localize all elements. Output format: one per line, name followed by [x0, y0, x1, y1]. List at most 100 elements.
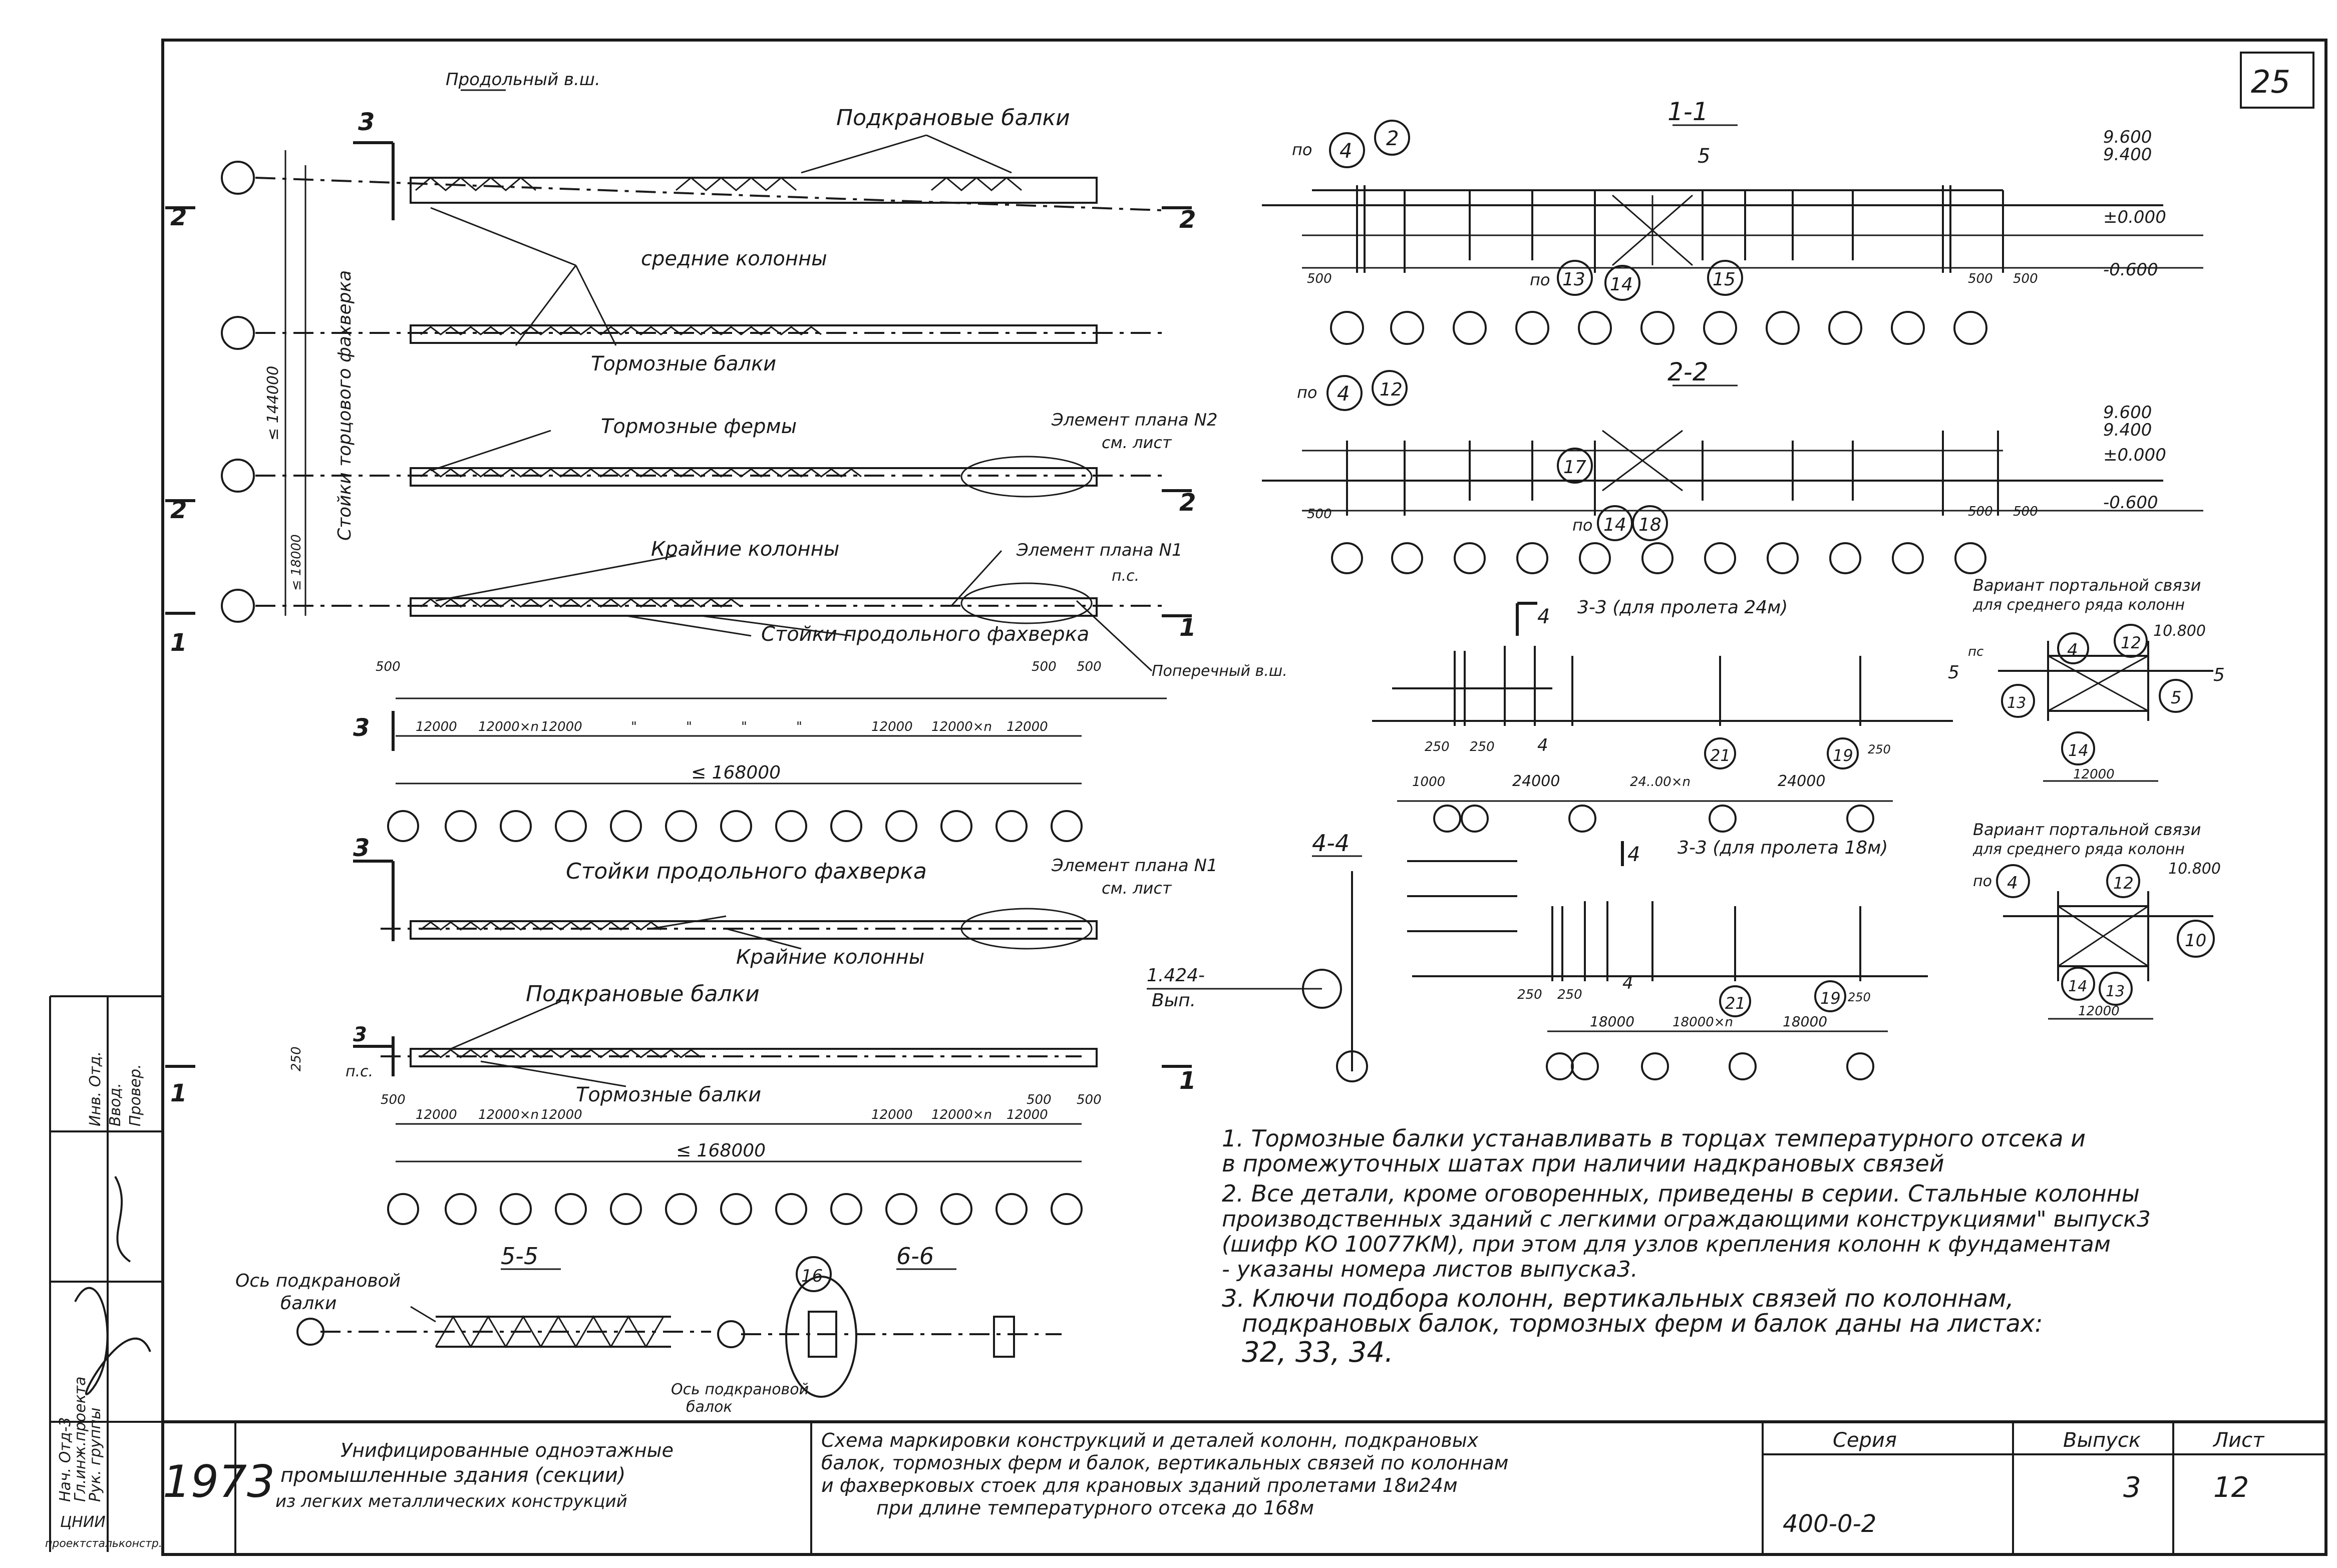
dim-span-d: 12000 — [1007, 719, 1048, 734]
bubble-12-c: 12 — [2121, 633, 2141, 652]
label-transverse-vert-bracing: Поперечный в.ш. — [1152, 662, 1287, 680]
section-mark-3-top: 3 — [358, 108, 375, 136]
axis-circles-1-1 — [1330, 311, 1987, 345]
dim-span-h: 12000 — [1007, 1107, 1048, 1122]
stamp-l8: проектстальконстр. — [45, 1537, 162, 1550]
bubble-10: 10 — [2185, 931, 2206, 951]
stamp-l4: Нач. Отд-3 — [57, 1417, 74, 1502]
title-block: 1973 Унифицированные одноэтажные промышл… — [163, 1420, 2326, 1554]
elev-0000-a: ±0.000 — [2103, 207, 2166, 227]
elev-0600-a: -0.600 — [2103, 260, 2158, 280]
title-org-1: Унифицированные одноэтажные — [341, 1439, 674, 1461]
label-see-sheet-b: см. лист — [1102, 879, 1172, 898]
section-3-3-18-title: 3-3 (для пролета 18м) — [1678, 838, 1888, 858]
dim-24x: 24..00×n — [1630, 774, 1691, 790]
section-mark-3-bot: 3 — [353, 714, 370, 742]
label-middle-columns: средние колонны — [641, 247, 827, 270]
bubble-4-c: 4 — [2067, 640, 2078, 660]
note-line-6: - указаны номера листов выпуска3. — [1222, 1257, 1638, 1282]
dim-spanxn-b: 12000×n — [931, 719, 992, 734]
series-value: 400-0-2 — [1783, 1510, 1876, 1538]
brake-beam-row-1 — [410, 324, 1098, 344]
stamp-l6: Рук. группы — [87, 1407, 104, 1502]
signature-1 — [74, 1287, 151, 1395]
label-long-framework-posts: Стойки продольного фахверка — [761, 623, 1089, 646]
label-brake-beams: Тормозные балки — [591, 352, 776, 375]
title-desc-1: Схема маркировки конструкций и деталей к… — [821, 1429, 1479, 1451]
dim-250-d: 250 — [1517, 987, 1542, 1002]
dim-ditto-a: " — [631, 719, 637, 734]
bubble-21-b: 21 — [1725, 994, 1746, 1013]
label-beams-b: балок — [686, 1398, 733, 1416]
sheet-label: Лист — [2212, 1429, 2265, 1452]
note-line-3: 2. Все детали, кроме оговоренных, привед… — [1222, 1180, 2140, 1207]
label-crane-beams: Подкрановые балки — [836, 105, 1070, 131]
signature-2 — [114, 1176, 131, 1263]
dim-span-g: 12000 — [871, 1107, 913, 1122]
label-po-4: по — [1572, 516, 1593, 535]
note-line-1: 1. Тормозные балки устанавливать в торца… — [1222, 1125, 2086, 1152]
stamp-l1: Инв. Отд. — [87, 1051, 104, 1126]
dim-spanxn-d: 12000×n — [931, 1107, 992, 1122]
dim-d250: 250 — [289, 1046, 304, 1071]
section-2-2-title: 2-2 — [1667, 357, 1709, 386]
dim-ditto-c: " — [741, 719, 747, 734]
portal-variant-24: Вариант портальной связи для среднего ря… — [1948, 576, 2225, 782]
section-mark-4-d: 4 — [1622, 973, 1633, 993]
note-line-7: 3. Ключи подбора колонн, вертикальных св… — [1222, 1285, 2014, 1313]
dim-ditto-d: " — [796, 719, 802, 734]
notes-block: 1. Тормозные балки устанавливать в торца… — [1222, 1125, 2151, 1369]
bubble-12-d: 12 — [2113, 874, 2134, 893]
section-mark-1-left-b: 1 — [170, 1079, 187, 1107]
bubble-13-c: 13 — [2007, 694, 2026, 712]
side-stamp: Инв. Отд. Ввод. Провер. Нач. Отд-3 Гл.ин… — [45, 995, 163, 1552]
elev-9400-b: 9.400 — [2103, 420, 2152, 440]
dim-1424: 1.424- — [1147, 965, 1205, 986]
note-line-5: (шифр КО 10077КМ), при этом для узлов кр… — [1222, 1232, 2111, 1257]
section-mark-5-top: 5 — [1698, 145, 1710, 168]
brake-truss-row — [410, 456, 1098, 498]
bubble-19: 19 — [1833, 746, 1853, 765]
bubble-14-d: 14 — [2068, 978, 2087, 995]
dim-12000-portal-a: 12000 — [2073, 767, 2115, 782]
elev-0000-b: ±0.000 — [2103, 445, 2166, 465]
section-mark-5-b: 5 — [2213, 665, 2225, 685]
dim-span-a: 12000 — [416, 719, 457, 734]
bubble-19-b: 19 — [1820, 989, 1841, 1008]
label-crane-beam-axis-b: Ось подкрановой — [671, 1381, 809, 1398]
section-mark-3-lower-b: 3 — [353, 1023, 367, 1046]
bubble-4: 4 — [1340, 140, 1352, 163]
crane-beam-row-1 — [410, 177, 1098, 204]
label-see-sheet: см. лист — [1102, 433, 1172, 452]
elev-9600-a: 9.600 — [2103, 127, 2152, 147]
portal-variant-18-line1: Вариант портальной связи — [1973, 820, 2201, 839]
section-mark-2-right-top: 2 — [1179, 206, 1196, 234]
section-3-3-18m: 3-3 (для пролета 18м) 21 19 250 250 250 … — [1412, 838, 1928, 1080]
section-mark-3-lower-a: 3 — [353, 834, 370, 862]
dim-width-144000: ≤ 144000 — [264, 366, 282, 441]
section-5-5: 5-5 Ось подкрановой балки — [235, 1243, 711, 1348]
label-element-plan-1: Элемент плана N1 — [1016, 540, 1183, 560]
bubble-14: 14 — [1610, 274, 1633, 295]
elev-9400-a: 9.400 — [2103, 145, 2152, 165]
dim-24000-a: 24000 — [1512, 772, 1560, 790]
axis-circles-3-3-24 — [1433, 805, 1874, 833]
sheet-value: 12 — [2213, 1471, 2249, 1504]
dim-250-b: 250 — [1470, 739, 1495, 754]
label-po-3: по — [1297, 383, 1317, 402]
section-mark-2-left-top: 2 — [170, 203, 187, 231]
dim-total-168000: ≤ 168000 — [691, 762, 781, 783]
note-line-2: в промежуточных шатах при наличии надкра… — [1222, 1150, 1944, 1177]
dim-span-f: 12000 — [541, 1107, 582, 1122]
label-crane-beam-axis: Ось подкрановой — [235, 1271, 401, 1291]
bubble-5-c: 5 — [2171, 688, 2182, 708]
section-mark-1-right: 1 — [1179, 614, 1196, 642]
label-po-2: по — [1530, 270, 1550, 289]
dim-500-2-2-b: 500 — [1968, 504, 1993, 519]
dim-span-b: 12000 — [541, 719, 582, 734]
label-element-plan-2: Элемент плана N2 — [1051, 410, 1218, 430]
label-pc: п.с. — [1112, 567, 1139, 585]
elev-9600-b: 9.600 — [2103, 403, 2152, 423]
elev-0600-b: -0.600 — [2103, 493, 2158, 513]
axis-circles-3-3-18 — [1546, 1052, 1874, 1080]
